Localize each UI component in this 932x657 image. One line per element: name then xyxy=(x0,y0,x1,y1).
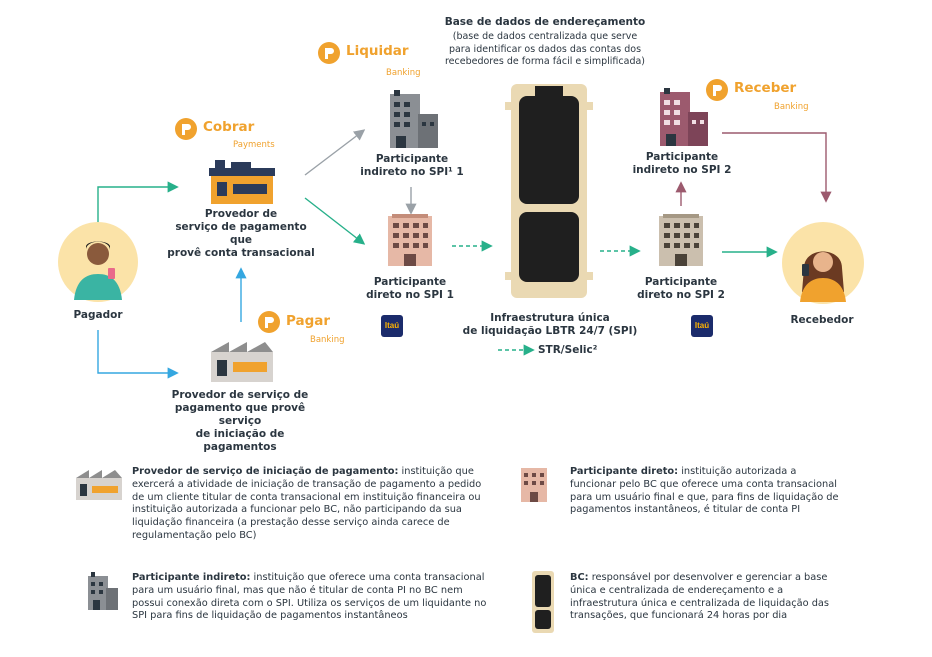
provedor-iniciacao-icon xyxy=(211,342,273,382)
legend-indireto-text: instituição que oferece uma conta transa… xyxy=(132,572,487,622)
spi-tower-icon xyxy=(505,84,593,298)
base-description: (base de dados centralizada que serve pa… xyxy=(444,31,645,67)
str-selic-label: STR/Selic² xyxy=(538,344,598,356)
infra-label: Infraestrutura única de liquidação LBTR … xyxy=(462,312,638,337)
brand-receber: Receber Banking xyxy=(706,77,826,117)
legend-bc-icon xyxy=(532,571,554,633)
arrow-pagador-pagar xyxy=(97,330,179,379)
legend-bc-text: responsável por desenvolver e gerenciar … xyxy=(570,572,830,622)
brand-cobrar: Cobrar Payments xyxy=(175,117,295,153)
arrow-pagador-cobrar xyxy=(97,181,179,226)
brand-liquidar-name: Liquidar xyxy=(346,43,409,59)
pix-key-icon xyxy=(175,118,197,140)
legend-direto-icon xyxy=(521,468,547,502)
provedor-transacional-icon xyxy=(209,160,275,204)
legend-indireto-icon xyxy=(88,572,118,610)
legend-indireto-term: Participante indireto: xyxy=(132,572,251,583)
brand-pagar-sub: Banking xyxy=(310,335,345,345)
brand-liquidar: Liquidar Banking xyxy=(318,40,438,80)
legend-direto-term: Participante direto: xyxy=(570,466,679,477)
brand-liquidar-sub: Banking xyxy=(386,68,421,78)
pix-key-icon xyxy=(706,79,728,101)
direto2-building-icon xyxy=(659,214,703,266)
itau-logo-1: Itaú xyxy=(381,315,403,337)
legend-iniciacao-term: Provedor de serviço de iniciação de paga… xyxy=(132,466,399,477)
direto1-label: Participante direto no SPI 1 xyxy=(366,276,454,301)
direto2-label: Participante direto no SPI 2 xyxy=(637,276,725,301)
brand-receber-sub: Banking xyxy=(774,102,809,112)
provedor-transacional-label: Provedor de serviço de pagamento que pro… xyxy=(167,208,315,259)
legend-bc: BC: responsável por desenvolver e gerenc… xyxy=(570,572,840,623)
indireto1-building-icon xyxy=(390,90,438,148)
base-title: Base de dados de endereçamento xyxy=(444,16,646,28)
brand-pagar-name: Pagar xyxy=(286,313,331,329)
legend-indireto: Participante indireto: instituição que o… xyxy=(132,572,492,623)
indireto2-building-icon xyxy=(660,88,708,146)
pagador-avatar-icon xyxy=(58,222,138,302)
legend-iniciacao-text: instituição que exercerá a atividade de … xyxy=(132,466,482,541)
legend-bc-term: BC: xyxy=(570,572,589,583)
brand-cobrar-name: Cobrar xyxy=(203,119,255,135)
legend-iniciacao: Provedor de serviço de iniciação de paga… xyxy=(132,466,492,543)
provedor-iniciacao-label: Provedor de serviço de pagamento que pro… xyxy=(171,389,309,453)
legend-direto-text: instituição autorizada a funcionar pelo … xyxy=(570,466,839,516)
legend-direto: Participante direto: instituição autoriz… xyxy=(570,466,840,517)
arrow-cobrar-indireto1 xyxy=(304,129,366,176)
arrow-cobrar-direto1 xyxy=(304,197,366,245)
direto1-building-icon xyxy=(388,214,432,266)
brand-receber-name: Receber xyxy=(734,80,797,96)
pagador-label: Pagador xyxy=(73,309,123,321)
pix-key-icon xyxy=(318,42,340,64)
recebedor-avatar-icon xyxy=(782,222,864,304)
brand-pagar: Pagar Banking xyxy=(258,310,368,346)
indireto2-label: Participante indireto no SPI 2 xyxy=(632,151,732,176)
indireto1-label: Participante indireto no SPI¹ 1 xyxy=(360,153,464,178)
arrow-indireto2-recebedor xyxy=(722,132,832,203)
brand-cobrar-sub: Payments xyxy=(233,140,275,150)
recebedor-label: Recebedor xyxy=(790,314,854,326)
legend-iniciacao-icon xyxy=(76,470,122,500)
pix-key-icon xyxy=(258,311,280,333)
itau-logo-2: Itaú xyxy=(691,315,713,337)
